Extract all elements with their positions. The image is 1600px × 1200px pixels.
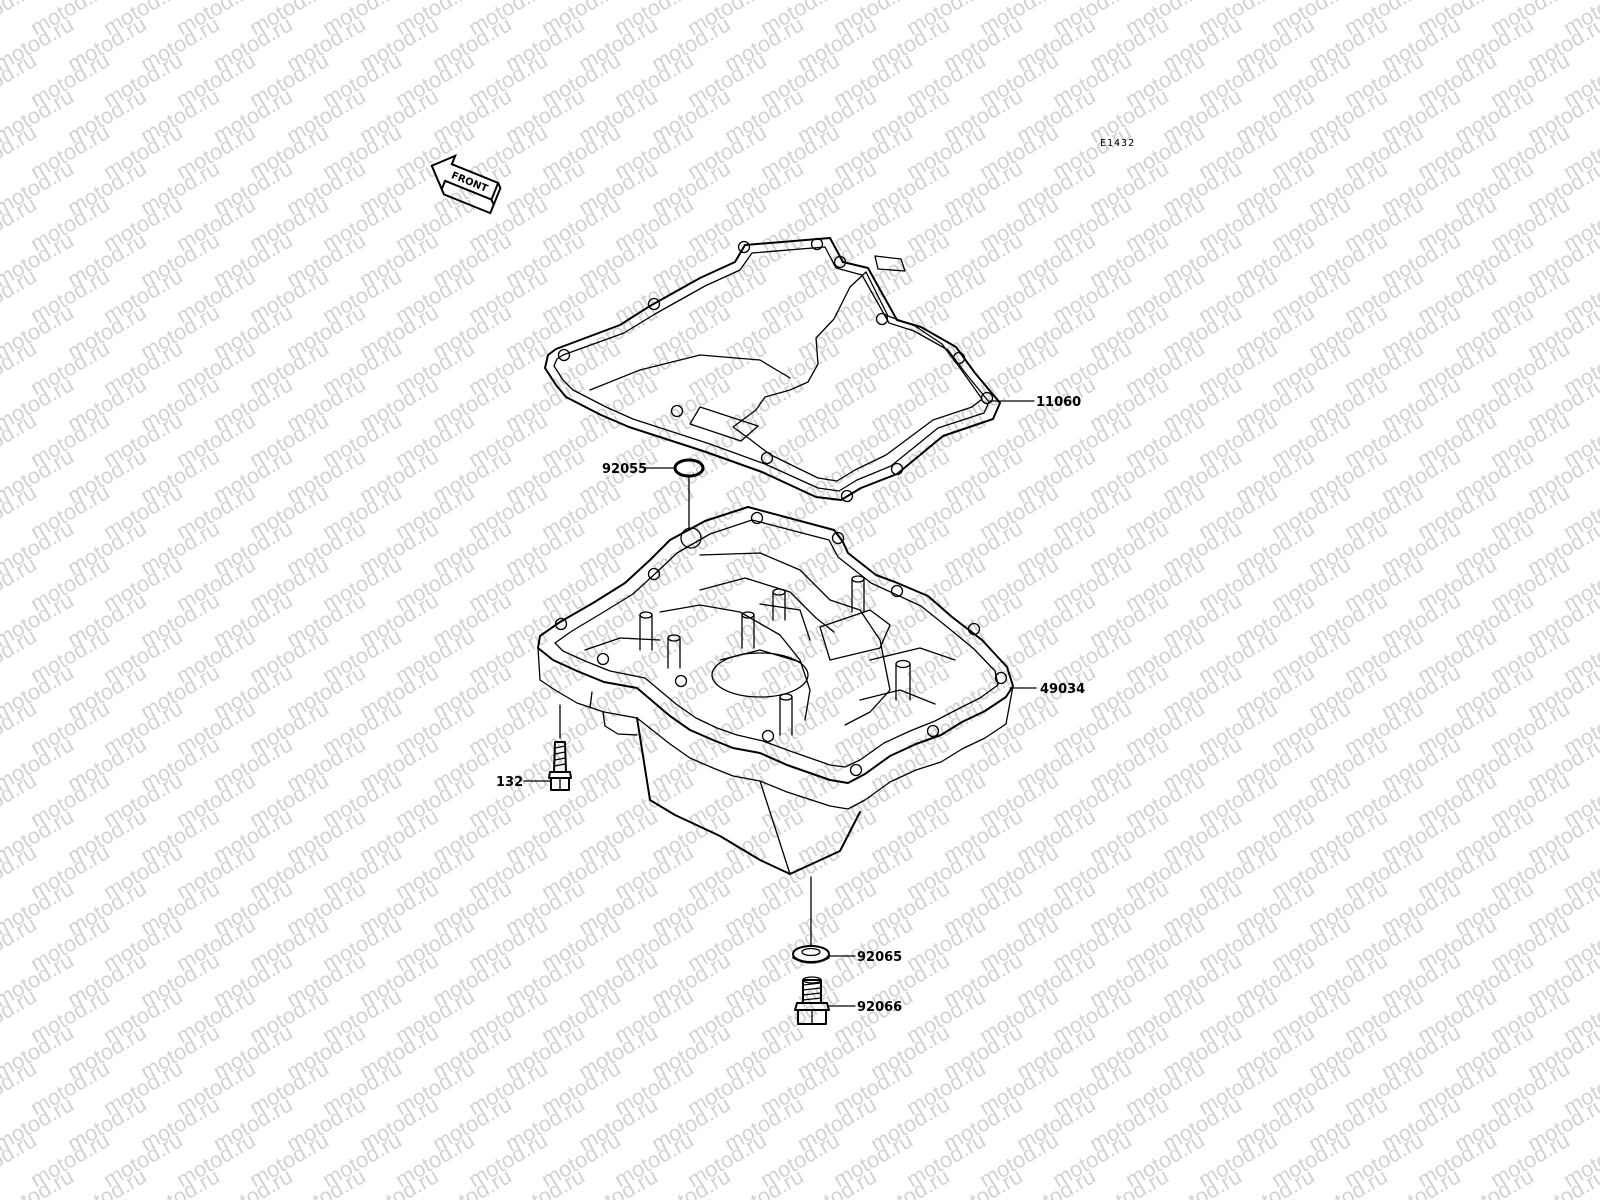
part-label-92055: 92055 bbox=[602, 462, 647, 477]
part-label-132: 132 bbox=[496, 775, 523, 790]
part-label-92065: 92065 bbox=[857, 950, 902, 965]
part-label-11060: 11060 bbox=[1036, 395, 1081, 410]
part-label-92066: 92066 bbox=[857, 1000, 902, 1015]
part-label-49034: 49034 bbox=[1040, 682, 1085, 697]
drain-plug-washer-icon bbox=[792, 945, 830, 964]
diagram-code: E1432 bbox=[1100, 138, 1135, 149]
